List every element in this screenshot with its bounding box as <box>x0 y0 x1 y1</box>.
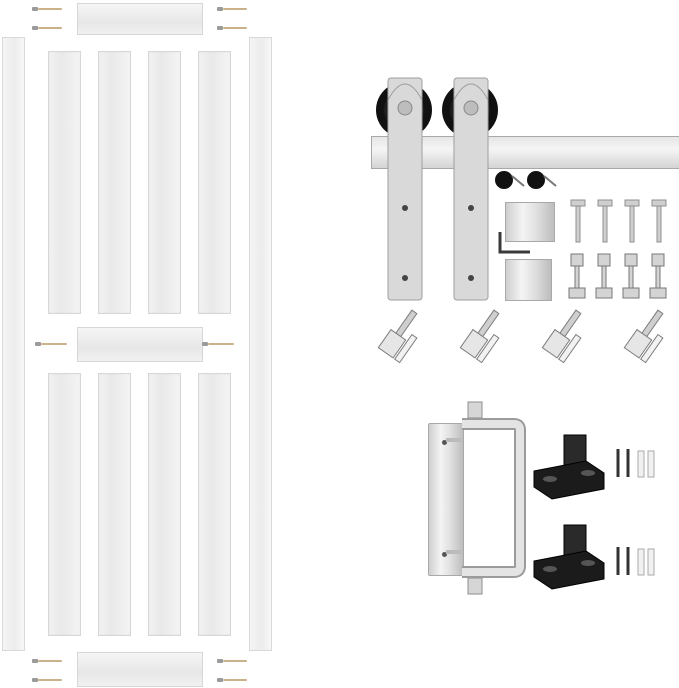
top-rail <box>77 3 203 35</box>
pull-handle <box>446 401 526 595</box>
dowel-pin <box>32 7 62 11</box>
dowel-pin <box>32 26 62 30</box>
middle-rail <box>77 327 203 362</box>
lower-panel-3 <box>148 373 181 636</box>
roller-hanger-left <box>376 77 432 301</box>
plate-hole <box>442 440 447 445</box>
dowel-pin <box>217 26 247 30</box>
end-cap-stops <box>495 171 557 189</box>
upper-panel-2 <box>98 51 131 314</box>
hex-bolts <box>570 199 667 243</box>
left-stile <box>2 37 25 651</box>
spacer-bracket-top <box>505 202 555 242</box>
floor-guide-top <box>533 434 605 500</box>
bottom-rail <box>77 652 203 687</box>
upper-panel-1 <box>48 51 81 314</box>
dowel-pin <box>32 659 62 663</box>
dowel-pin <box>202 342 234 346</box>
guide-screws-bottom <box>616 547 655 576</box>
lag-bolts-with-nuts <box>568 253 667 299</box>
floor-guide-bottom <box>533 524 605 590</box>
dowel-pin <box>217 7 247 11</box>
dowel-pin <box>35 342 67 346</box>
guide-screws-top <box>616 449 655 478</box>
wall-anchor-screws <box>377 309 664 364</box>
right-stile <box>249 37 272 651</box>
lower-panel-4 <box>198 373 231 636</box>
upper-panel-4 <box>198 51 231 314</box>
upper-panel-3 <box>148 51 181 314</box>
spacer-bracket-bottom <box>505 259 552 301</box>
roller-hanger-right <box>442 77 498 301</box>
lower-panel-2 <box>98 373 131 636</box>
dowel-pin <box>32 678 62 682</box>
lower-panel-1 <box>48 373 81 636</box>
dowel-pin <box>217 678 247 682</box>
plate-hole <box>442 552 447 557</box>
allen-wrench-icon <box>498 232 530 254</box>
dowel-pin <box>217 659 247 663</box>
